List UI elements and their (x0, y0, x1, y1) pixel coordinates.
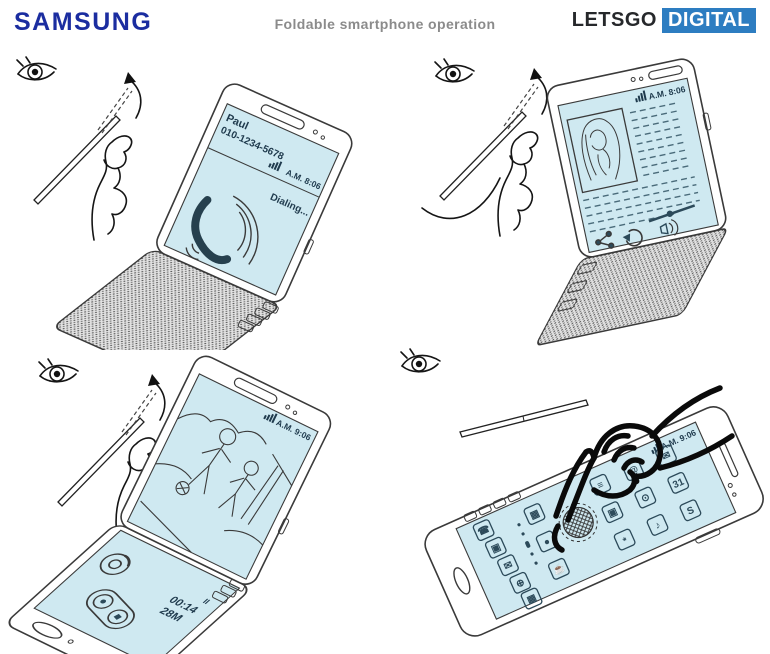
signal-bars-icon (268, 161, 283, 172)
figure-reader-folded: A.M. 8:06 (421, 58, 727, 346)
eye-icon (434, 58, 475, 83)
eye-icon (400, 348, 441, 373)
knuckle-dot (632, 477, 640, 485)
home-button (453, 567, 471, 595)
sensor-dot (320, 135, 325, 140)
front-camera-dot (727, 482, 733, 488)
folded-phone: Paul 010-1234-5678 A.M. 8:06 Dialing... (56, 83, 353, 350)
phone-handset-icon (191, 196, 232, 265)
figure-camera-open: II 00:14 28M (8, 355, 332, 654)
portrait-photo (566, 107, 639, 194)
phone-screen-upper (126, 373, 319, 580)
samsung-logo: SAMSUNG (14, 8, 153, 36)
share-icon (595, 230, 615, 249)
lower-half: II 00:14 28M (8, 525, 248, 654)
clock-app-icon: ⊙ (640, 492, 652, 505)
eye-icon (16, 56, 57, 81)
front-camera-dot (285, 404, 291, 410)
phone-screen (557, 77, 719, 254)
voice-recorder-app-icon: ● (542, 536, 552, 549)
hinge-segments (463, 491, 521, 522)
figure-flat-touch: A.M. 9:06 ▦ ● ☕ ≡ ▣ * @ ⊙ ♪ ✉ 31 S (400, 348, 764, 637)
page-indicator-dots (517, 523, 538, 565)
front-camera-dot (630, 76, 636, 82)
keypad-app-icon: ▦ (528, 508, 541, 522)
hinge-segments (557, 261, 597, 312)
speaker-icon (659, 222, 669, 235)
shutter-button-icon (99, 553, 131, 575)
hinge-segments (237, 301, 279, 333)
dock: ☎ ▣ ✉ ⊕ ▦ (472, 519, 543, 610)
side-button (277, 518, 290, 535)
earpiece-speaker (233, 377, 278, 405)
music-app-icon: ♪ (653, 520, 662, 532)
volume-slider-icon (648, 204, 696, 236)
sensor-dot (638, 76, 644, 82)
repeat-icon (622, 228, 643, 247)
phone-dock-icon: ☎ (476, 523, 492, 538)
pressing-hand (551, 385, 735, 553)
side-button (702, 112, 712, 131)
signal-bars-icon (635, 90, 647, 103)
home-button (32, 621, 63, 639)
dashed-text-lines (583, 101, 700, 233)
letsgo-logo-text: LETSGO (571, 9, 657, 31)
notes-app-icon: ≡ (596, 479, 606, 491)
mail-dock-icon: ✉ (502, 559, 514, 572)
gallery-app-icon: ▣ (606, 506, 619, 520)
side-button (303, 238, 314, 255)
camera-video-toggle-icon (85, 589, 135, 630)
media-controls (595, 204, 696, 249)
calendar-app-icon: 31 (671, 476, 686, 491)
phone-screen (455, 421, 737, 620)
page-title: Foldable smartphone operation (274, 16, 496, 32)
pause-icon: II (201, 597, 213, 606)
browser-dock-icon: ⊕ (515, 577, 527, 590)
sensor-dot (292, 410, 298, 415)
s-memo-app-icon: S (686, 505, 697, 518)
signal-bars-icon (263, 413, 278, 424)
stylus (459, 399, 589, 438)
side-button (695, 528, 721, 544)
sound-waves-icon (185, 195, 259, 265)
gesture-arm-line (421, 177, 501, 220)
front-camera-dot (312, 129, 318, 135)
portrait-sketch (581, 118, 621, 181)
earpiece-speaker (648, 65, 683, 80)
open-phone: II 00:14 28M (8, 355, 332, 654)
apps-dock-icon: ▦ (525, 592, 538, 606)
eye-icon (38, 358, 79, 383)
screen-divider (207, 147, 320, 198)
back-key-dot (67, 639, 74, 644)
letsgo-digital-logo: LETSGO DIGITAL (572, 8, 756, 33)
settings-app-icon: * (621, 536, 629, 548)
sensor-dot (732, 492, 737, 497)
digital-logo-badge: DIGITAL (661, 8, 756, 33)
earpiece-speaker (260, 104, 305, 130)
figure-call-folded: Paul 010-1234-5678 A.M. 8:06 Dialing... (16, 56, 353, 350)
hand-flick-stylus-gesture (439, 67, 548, 237)
app-grid: ▦ ● ☕ ≡ ▣ * @ ⊙ ♪ ✉ 31 S (523, 444, 702, 580)
hand-flick-stylus-gesture (33, 71, 142, 241)
flat-phone: A.M. 9:06 ▦ ● ☕ ≡ ▣ * @ ⊙ ♪ ✉ 31 S (424, 406, 764, 637)
camera-scene (140, 413, 293, 553)
folded-phone: A.M. 8:06 (537, 58, 727, 346)
mail-app-icon: ✉ (660, 450, 672, 463)
phone-screen-lower (33, 529, 241, 654)
gallery-dock-icon: ▣ (490, 542, 503, 556)
phone-screen (163, 103, 340, 296)
